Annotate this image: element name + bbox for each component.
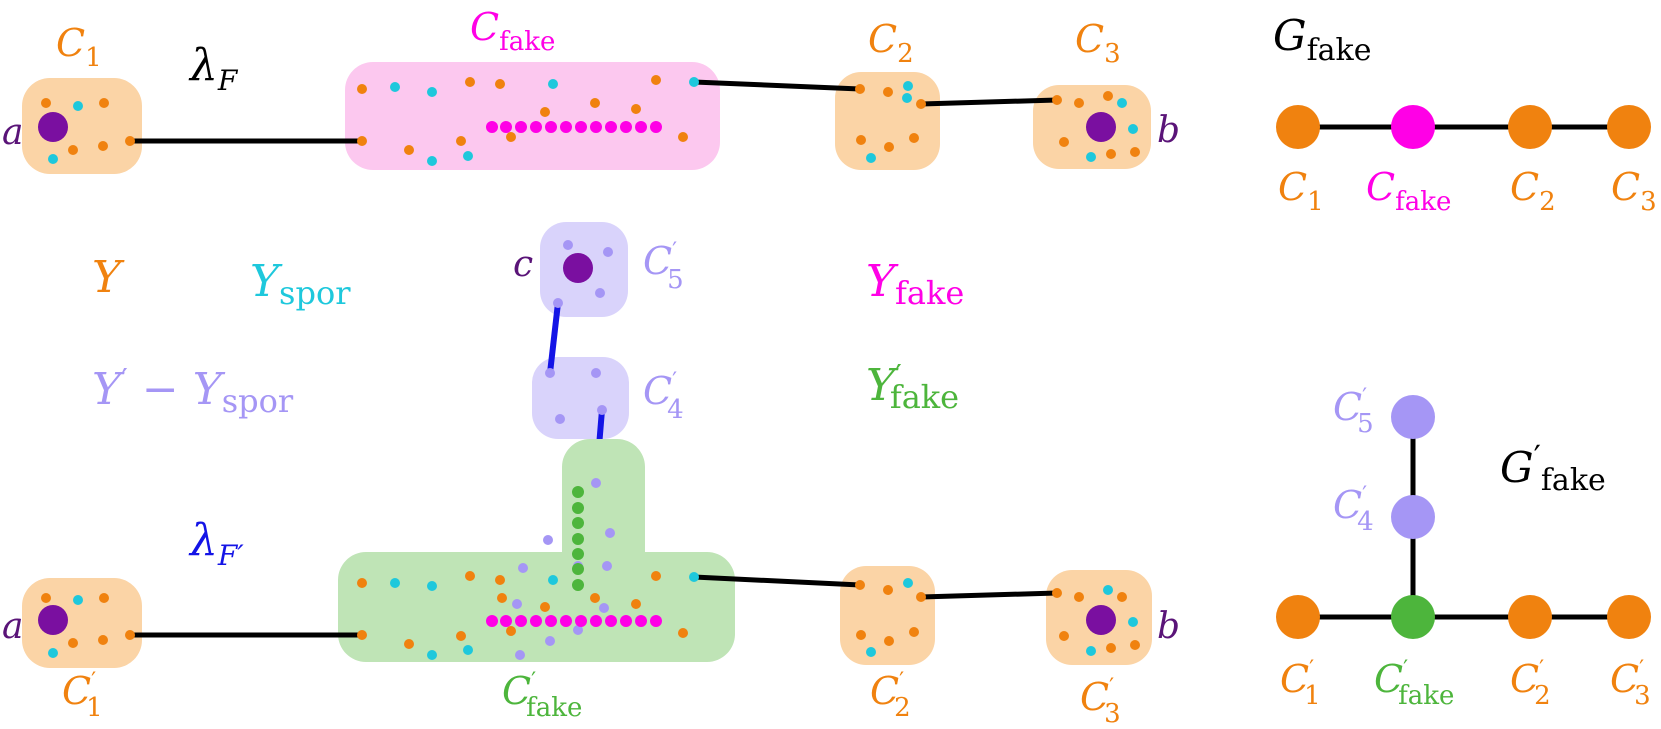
label-lambda-f: λF <box>188 40 239 97</box>
label-vertex-b-top: b <box>1157 110 1180 151</box>
region-cfake-top <box>345 62 720 170</box>
region-c2-top <box>835 72 940 170</box>
g-fake-title: Gfake <box>1273 11 1371 68</box>
label-c2-bottom: C′2 <box>870 669 911 723</box>
g-fake-prime-label-cfake: C′fake <box>1374 657 1454 711</box>
c4p-points <box>545 368 607 424</box>
label-c3-bottom: C′3 <box>1080 675 1121 729</box>
label-cfake-bottom: C′fake <box>502 669 582 723</box>
label-y: Y <box>92 252 125 303</box>
label-yp-minus-yspor: Y′ − Yspor <box>92 363 294 420</box>
g-fake-prime-node-c2 <box>1508 595 1552 639</box>
g-fake-node-c2 <box>1508 105 1552 149</box>
edge-cfake-c2-top <box>693 79 861 92</box>
label-y-spor: Yspor <box>250 256 351 312</box>
c5p-points <box>553 240 613 308</box>
g-fake-prime-node-c4 <box>1391 495 1435 539</box>
region-c1-top <box>22 78 142 174</box>
g-fake-prime-node-c5 <box>1391 395 1435 439</box>
g-fake-prime-node-c1 <box>1276 595 1320 639</box>
label-c3-top: C3 <box>1075 17 1121 69</box>
c1-top-points <box>38 98 135 164</box>
label-vertex-b-bottom: b <box>1157 606 1180 647</box>
g-fake-node-c3 <box>1607 105 1651 149</box>
label-c2-top: C2 <box>868 17 914 69</box>
g-fake-label-cfake: Cfake <box>1366 165 1451 217</box>
label-c4p: C′4 <box>643 369 684 425</box>
region-cfake-bottom <box>338 439 735 662</box>
g-fake-node-c1 <box>1276 105 1320 149</box>
g-fake-prime-label-c3: C′3 <box>1610 657 1651 711</box>
g-fake-prime-node-cfake <box>1391 595 1435 639</box>
label-y-fake: Yfake <box>866 256 964 312</box>
label-yp-fake: Y′fake <box>866 359 959 416</box>
fake-prime-dotted-chain <box>572 486 584 591</box>
g-fake-label-c3: C3 <box>1611 165 1657 217</box>
label-vertex-c: c <box>513 244 533 285</box>
label-c1-top: C1 <box>56 21 102 73</box>
c3-bottom-points <box>1052 585 1140 656</box>
edge-c2p-c3p <box>920 590 1058 600</box>
g-fake-prime-title: G′fake <box>1500 438 1606 498</box>
bottom-clustering <box>22 439 1152 668</box>
g-fake-prime-label-c2: C′2 <box>1510 657 1551 711</box>
labels: C1 Cfake C2 C3 λF a b c C′5 C′4 Y Yspor … <box>2 5 1180 729</box>
fake-dotted-chain-top <box>486 121 662 133</box>
region-c4p <box>532 357 629 439</box>
g-fake-label-c1: C1 <box>1278 165 1324 217</box>
g-fake-node-cfake <box>1391 105 1435 149</box>
label-vertex-a-bottom: a <box>2 606 23 647</box>
top-clustering <box>22 62 1151 174</box>
edge-c5p-c4p <box>547 302 561 374</box>
edge-c2-c3-top <box>920 97 1058 107</box>
label-vertex-a-top: a <box>2 112 23 153</box>
g-fake-prime-label-c4: C′4 <box>1333 483 1374 537</box>
c2-top-points <box>855 81 926 163</box>
label-c1-bottom: C′1 <box>62 669 103 723</box>
region-c2-bottom <box>840 566 935 665</box>
label-lambda-fp: λF′ <box>188 515 244 572</box>
g-fake-prime-label-c1: C′1 <box>1280 657 1321 711</box>
graph-g-fake-prime: G′fake C′1 C′fake C′2 C′3 C′4 C′5 <box>1276 385 1651 711</box>
edge-cfakep-c2p <box>693 574 861 588</box>
g-fake-label-c2: C2 <box>1510 165 1556 217</box>
fake-dotted-chain-bottom <box>486 615 662 627</box>
g-fake-prime-label-c5: C′5 <box>1333 385 1374 439</box>
c1-bottom-points <box>38 593 135 658</box>
g-fake-prime-node-c3 <box>1607 595 1651 639</box>
c3-top-points <box>1052 91 1140 162</box>
label-cfake-top: Cfake <box>470 5 555 57</box>
region-c1-bottom <box>22 578 142 668</box>
label-c5p: C′5 <box>643 239 684 295</box>
c2-bottom-points <box>855 578 926 657</box>
graph-g-fake: Gfake C1 Cfake C2 C3 <box>1273 11 1657 217</box>
cfake-bottom-points <box>357 478 699 660</box>
cfake-top-points <box>357 75 699 166</box>
